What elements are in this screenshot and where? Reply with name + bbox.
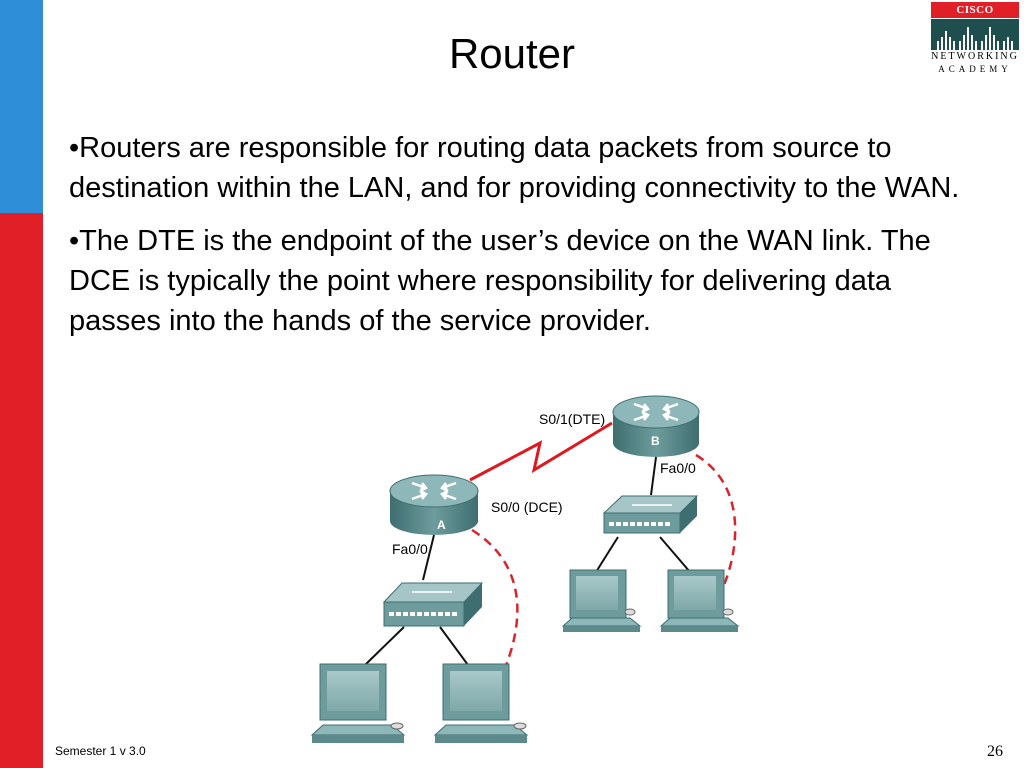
pc-b1-icon — [561, 569, 642, 632]
cisco-networking-academy-logo: CISCO SYSTEMS NETWORKING ACADEMY — [929, 2, 1021, 76]
bullet-dte-dce: •The DTE is the endpoint of the user’s d… — [69, 225, 931, 337]
slide-title: Router — [448, 30, 576, 77]
label-fa0-0-router-a: Fa0/0 — [392, 541, 428, 557]
bullet-routers: •Routers are responsible for routing dat… — [69, 132, 960, 204]
pc-a1-icon — [310, 663, 406, 743]
router-b-letter: B — [651, 434, 660, 448]
footer-course: Semester 1 v 3.0 — [55, 744, 146, 758]
logo-bars-icon — [931, 19, 1019, 50]
switch-a-icon — [382, 582, 484, 627]
switch-b-icon — [602, 495, 699, 534]
console-cables — [471, 453, 737, 669]
lan-links — [364, 456, 691, 666]
router-b-icon — [612, 395, 700, 457]
left-accent-bar-blue — [0, 0, 43, 213]
pc-b2-icon — [659, 569, 740, 632]
router-a-letter: A — [437, 518, 446, 532]
footer-page-number: 26 — [987, 743, 1003, 760]
pc-a2-icon — [433, 663, 529, 743]
left-accent-bar-red — [0, 213, 43, 768]
label-s0-0-dce: S0/0 (DCE) — [491, 499, 563, 515]
slide-body: •Routers are responsible for routing dat… — [69, 128, 969, 341]
label-fa0-0-router-b: Fa0/0 — [660, 460, 696, 476]
logo-networking-text: NETWORKING — [931, 51, 1019, 62]
label-s0-1-dte: S0/1(DTE) — [539, 411, 606, 427]
wan-serial-link — [469, 421, 613, 482]
logo-academy-text: ACADEMY — [938, 64, 1012, 74]
router-a-icon — [389, 474, 479, 535]
